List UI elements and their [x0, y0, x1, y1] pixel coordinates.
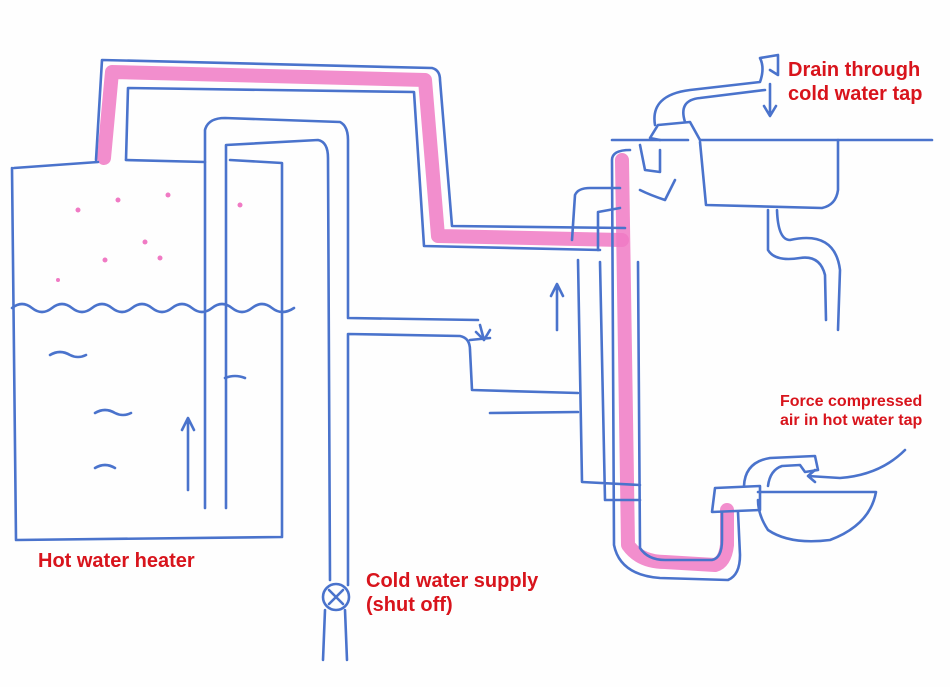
inflow-arrow	[180, 416, 196, 492]
cold-branch	[346, 323, 580, 587]
hot-water-tap	[742, 454, 820, 488]
hot-water-pipe	[94, 58, 627, 252]
dip-tube	[203, 116, 480, 582]
label-compressed-air: Force compressed air in hot water tap	[780, 392, 922, 430]
label-air-line2: air in hot water tap	[780, 412, 923, 430]
hot-bubbles	[56, 192, 243, 282]
lower-sink-bowl	[756, 490, 878, 543]
air-arrow	[806, 448, 907, 484]
up-arrow	[549, 282, 565, 332]
label-cold-line2: (shut off)	[366, 594, 453, 616]
shutoff-valve-icon	[321, 582, 351, 612]
cold-water-riser	[570, 178, 677, 502]
water-level	[10, 302, 296, 314]
label-cold-water-supply: Cold water supply (shut off)	[366, 569, 538, 617]
hot-water-riser	[615, 153, 734, 572]
water-heater-tank	[10, 158, 284, 542]
cold-water-tap	[638, 53, 780, 174]
tap-connector	[710, 484, 762, 514]
label-hot-water-heater: Hot water heater	[38, 550, 195, 572]
cold-supply-pipe	[321, 608, 349, 662]
water-ripples	[48, 350, 247, 470]
hot-water-path	[97, 65, 629, 247]
label-drain-line1: Drain through	[788, 59, 921, 81]
upper-drain-trap	[766, 208, 842, 332]
upper-sink-basin	[698, 138, 840, 210]
label-drain: Drain through cold water tap	[788, 58, 922, 106]
label-cold-line1: Cold water supply	[366, 570, 539, 592]
hot-riser-outline	[610, 148, 742, 582]
label-air-line1: Force compressed	[780, 393, 923, 410]
drain-arrow	[762, 82, 778, 118]
label-drain-line2: cold water tap	[788, 83, 923, 105]
